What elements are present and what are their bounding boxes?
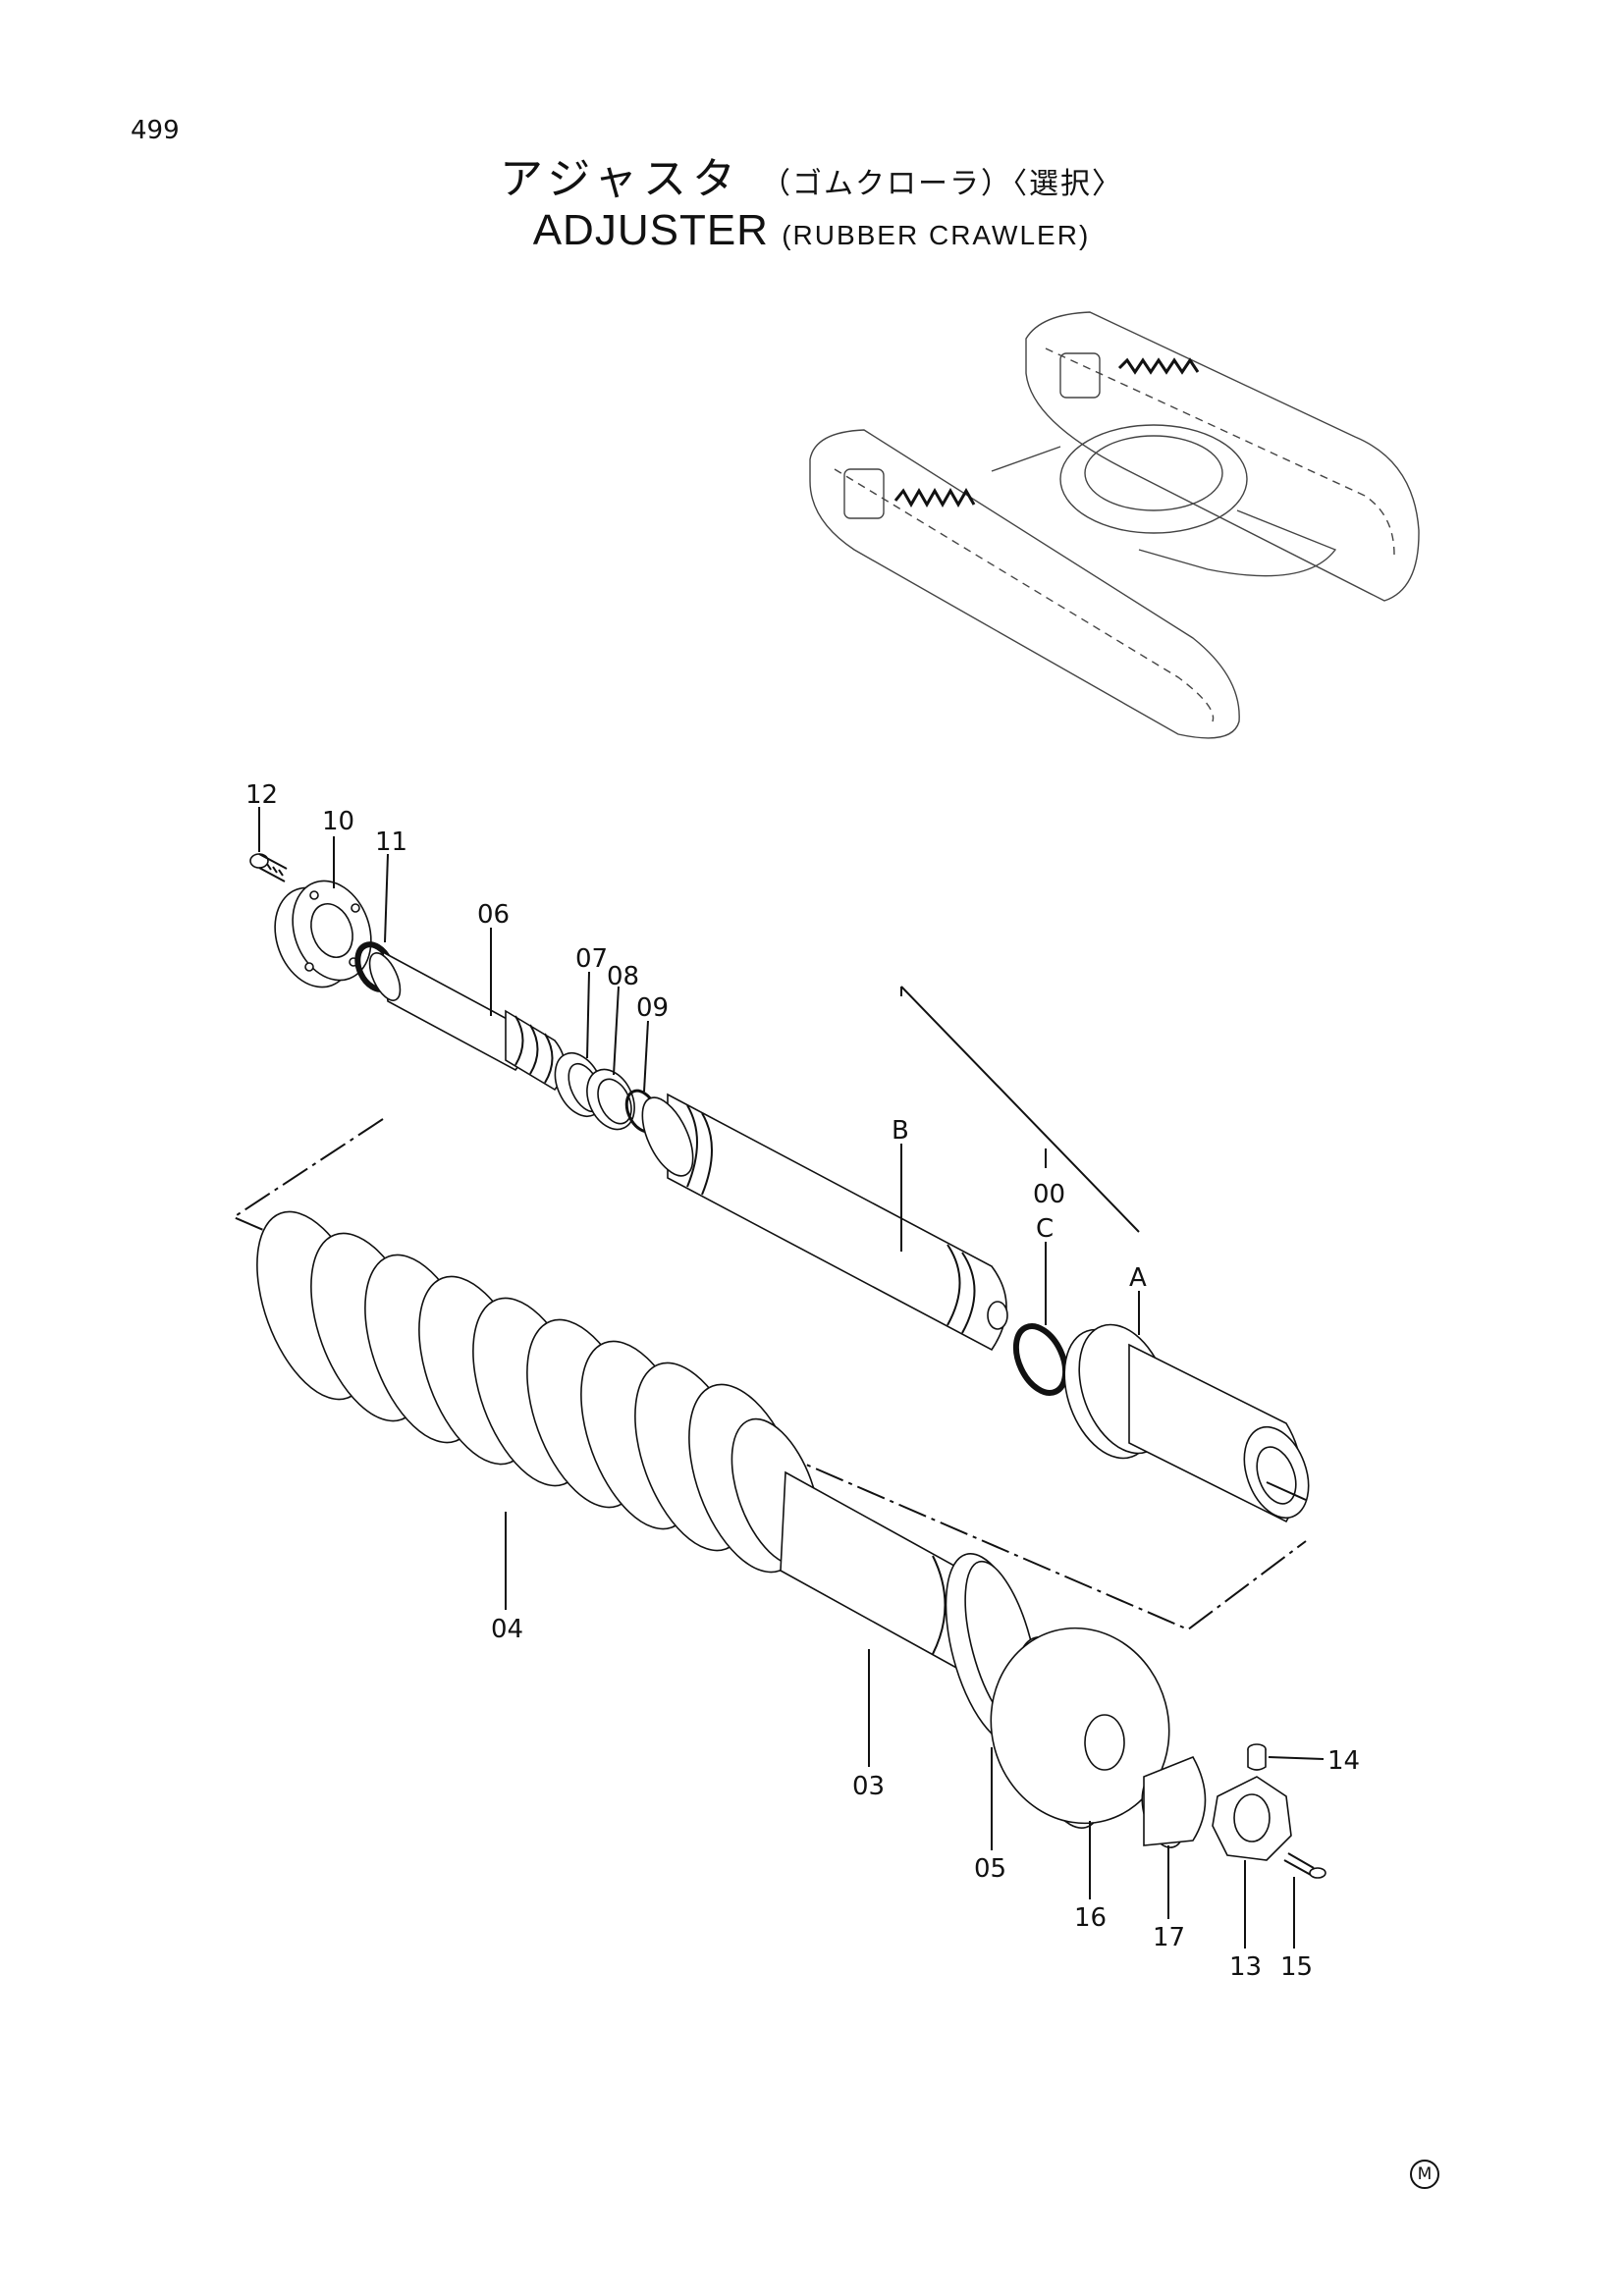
callout-15: 15 (1280, 1952, 1313, 1982)
callout-00: 00 (1033, 1180, 1065, 1209)
callout-c: C (1036, 1214, 1054, 1244)
swing-bearing-ring-outer (1059, 424, 1248, 534)
title-japanese-main: アジャスタ (499, 154, 742, 204)
callout-04: 04 (491, 1615, 523, 1644)
callout-08: 08 (607, 962, 639, 991)
title-english-sub: (RUBBER CRAWLER) (782, 220, 1091, 250)
part-bracket-16 (990, 1627, 1170, 1829)
part-bolt-12 (249, 853, 288, 882)
front-track-outline (809, 429, 1240, 739)
callout-05: 05 (974, 1854, 1006, 1884)
callout-13: 13 (1229, 1952, 1262, 1982)
callout-07: 07 (575, 944, 608, 974)
highlighted-spring-rear (1117, 357, 1200, 375)
leader-lines (258, 807, 1325, 1949)
part-plug-14 (1247, 1743, 1267, 1771)
callout-12: 12 (245, 780, 278, 810)
callout-16: 16 (1074, 1903, 1107, 1933)
page-number: 499 (131, 116, 180, 145)
highlighted-spring-front (893, 487, 976, 508)
part-rod-06 (368, 950, 566, 1092)
part-ring-17-body (1143, 1755, 1207, 1846)
callout-a: A (1129, 1263, 1147, 1293)
front-track-inner (834, 468, 1215, 722)
title-english: ADJUSTER (RUBBER CRAWLER) (0, 206, 1623, 255)
undercarriage-overview (809, 311, 1420, 739)
center-frame (991, 446, 1337, 577)
part-o-ring-c (1012, 1323, 1069, 1396)
callout-11: 11 (375, 828, 407, 857)
callout-14: 14 (1327, 1746, 1360, 1776)
idler-block-front (843, 468, 885, 519)
part-piston-a (1063, 1323, 1310, 1523)
part-flange-10 (274, 880, 372, 988)
assembly-bracket-00 (900, 986, 1140, 1233)
callout-10: 10 (322, 807, 354, 836)
title-japanese: アジャスタ （ゴムクローラ）〈選択〉 (0, 143, 1623, 206)
callout-09: 09 (636, 993, 669, 1023)
callout-03: 03 (852, 1772, 885, 1801)
callout-17: 17 (1153, 1923, 1185, 1952)
callout-b: B (892, 1116, 909, 1146)
part-cylinder-b (641, 1093, 1008, 1352)
title-japanese-sub: （ゴムクローラ）〈選択〉 (761, 167, 1124, 201)
manufacturer-mark: M (1410, 2160, 1439, 2189)
callout-06: 06 (477, 900, 510, 930)
part-nut-13 (1212, 1776, 1292, 1861)
rear-track-outline (1025, 311, 1420, 602)
part-grease-fitting-15 (1283, 1852, 1326, 1879)
swing-bearing-ring-inner (1084, 435, 1223, 511)
title-english-main: ADJUSTER (532, 206, 769, 254)
idler-block-rear (1059, 352, 1101, 399)
callout-labels: 12 10 11 06 07 08 09 B 00 C A 04 03 05 1… (245, 780, 1360, 1982)
part-spring-04 (256, 1210, 821, 1574)
